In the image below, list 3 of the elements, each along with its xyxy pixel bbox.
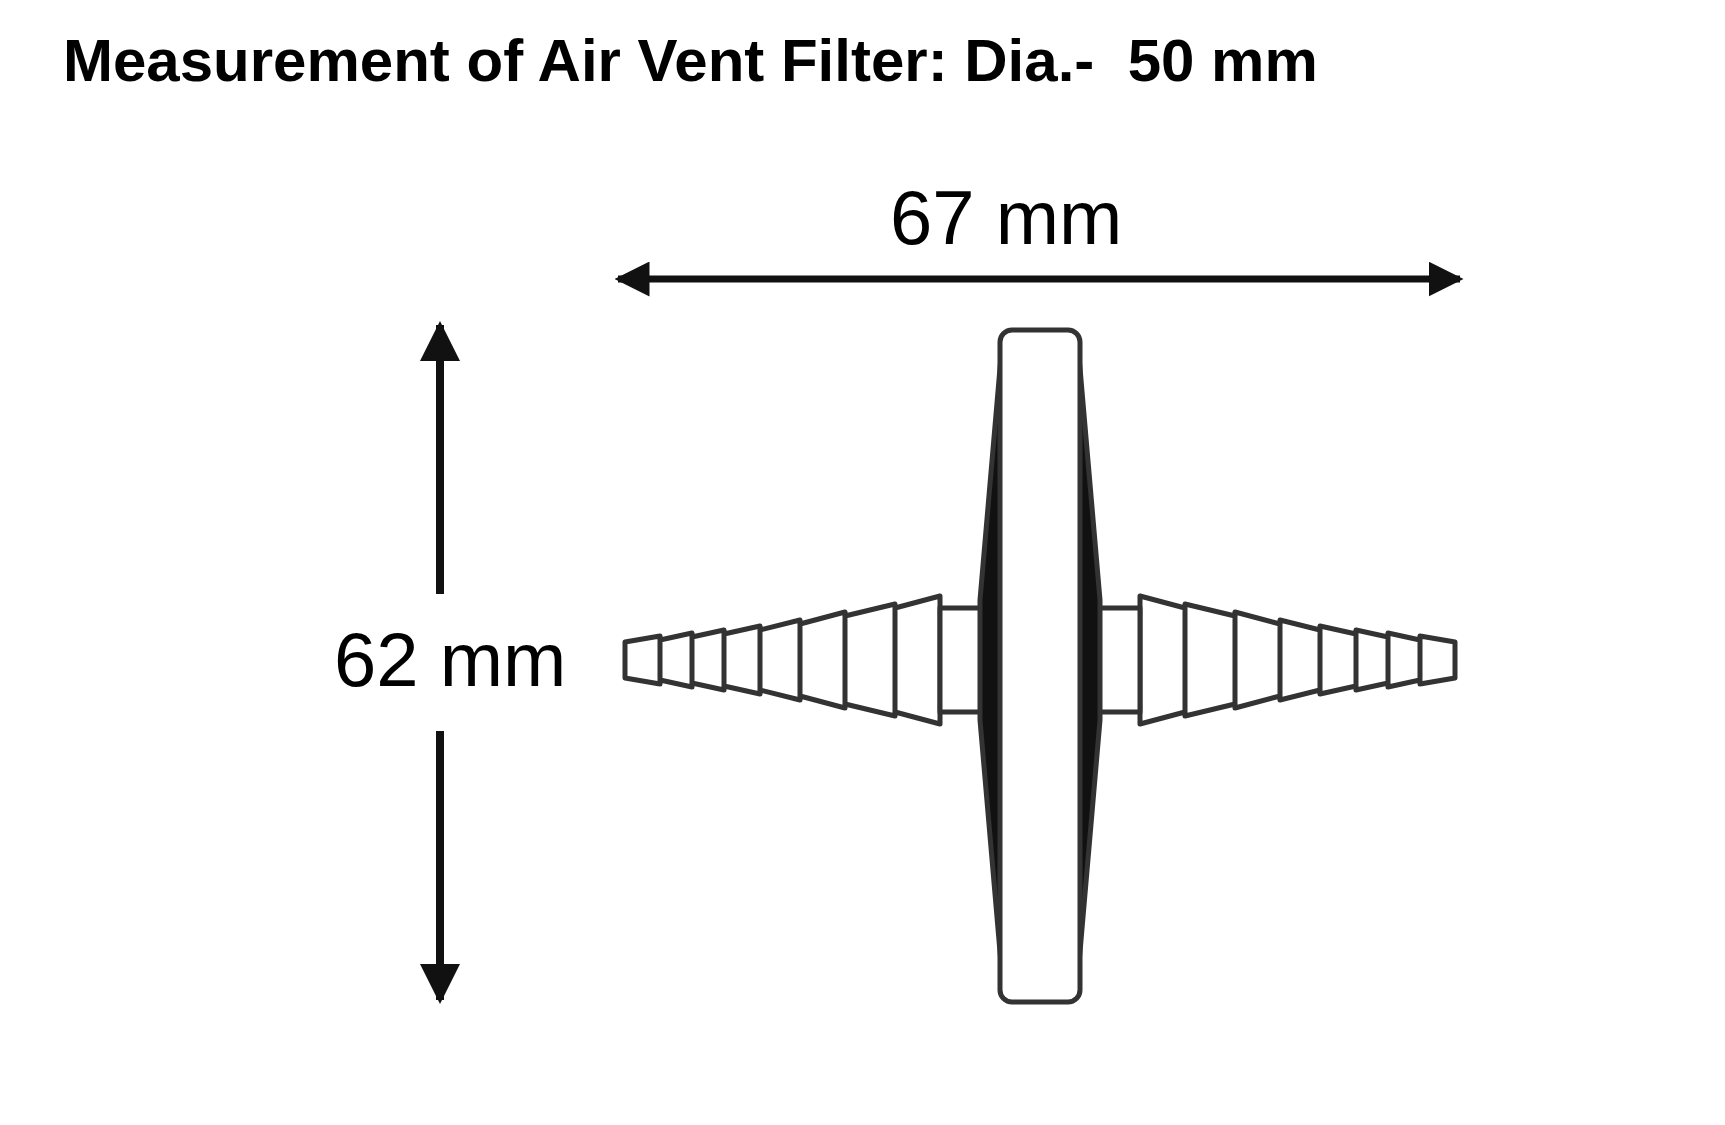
dimension-label: 67 mm [890, 180, 1123, 256]
title: Measurement of Air Vent Filter: Dia.- 50 mm [63, 28, 1318, 94]
dimension-label: 62 mm [334, 622, 567, 698]
